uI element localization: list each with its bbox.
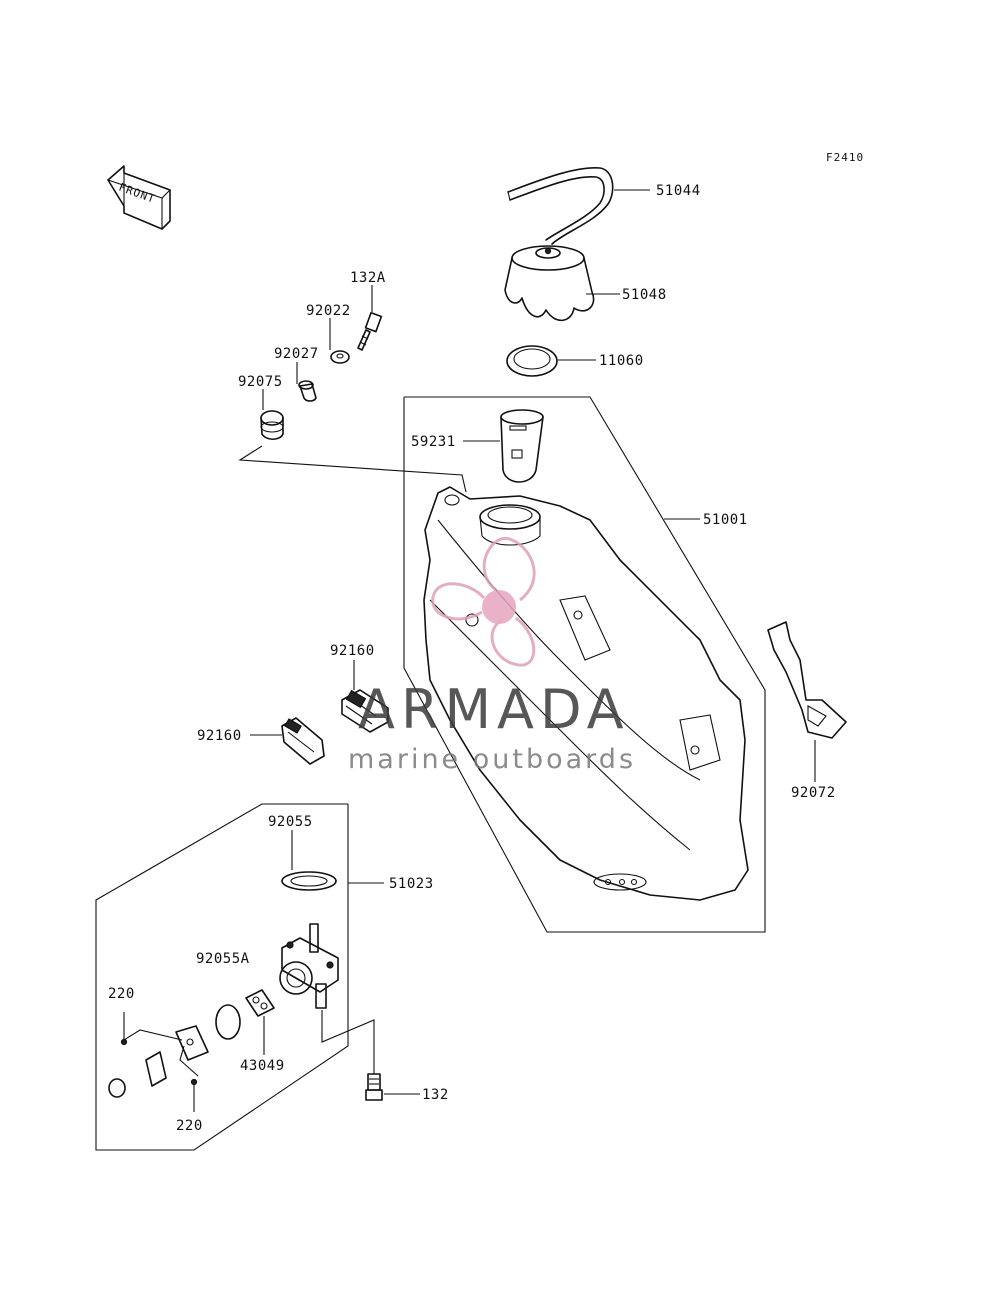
watermark-subtitle: marine outboards [348,744,636,775]
part-label-132A: 132A [350,270,386,286]
collar-92027 [298,380,317,402]
part-label-92072: 92072 [791,785,836,801]
part-label-92160-upper: 92160 [330,643,375,659]
part-label-92075: 92075 [238,374,283,390]
damper-92160-lower [281,717,325,765]
screw-reference-upper [123,1029,183,1041]
part-label-220-lower: 220 [176,1118,203,1134]
part-label-11060: 11060 [599,353,644,369]
fuel-cap [504,245,595,322]
fuel-filter [500,409,544,483]
part-label-51044: 51044 [656,183,701,199]
damper-92160-upper [341,689,389,733]
part-label-92022: 92022 [306,303,351,319]
strap-92072 [767,621,847,739]
part-label-59231: 59231 [411,434,456,450]
fuel-cock-group-outline [95,803,349,1151]
part-label-51023: 51023 [389,876,434,892]
cap-gasket [506,345,558,377]
fuel-cock [279,923,339,1009]
o-ring [215,1004,241,1040]
fuel-tank [403,396,766,933]
screw-220-lower [190,1078,198,1112]
part-label-92055A: 92055A [196,951,250,967]
part-label-43049: 43049 [240,1058,285,1074]
part-label-132: 132 [422,1087,449,1103]
gasket-43049 [245,989,275,1017]
washer-92022 [330,350,350,364]
gasket-92055 [281,871,337,891]
cock-lever-plate [108,1025,209,1098]
front-label: FRONT [117,181,157,206]
part-label-92027: 92027 [274,346,319,362]
mount-reference-line [238,445,467,493]
bolt-132a [357,311,383,351]
grommet-92075 [260,410,284,441]
part-label-220-upper: 220 [108,986,135,1002]
fuel-cock-reference-line [321,1010,375,1074]
bolt-132 [365,1073,383,1101]
part-label-92055: 92055 [268,814,313,830]
front-arrow-icon: FRONT [107,165,171,230]
part-label-51001: 51001 [703,512,748,528]
screw-reference-lower [179,1045,199,1077]
watermark-title: ARMADA [358,678,630,741]
figure-code: F2410 [826,151,864,164]
watermark-logo: ARMADA marine outboards [348,536,636,775]
part-label-51048: 51048 [622,287,667,303]
part-label-92160-lower: 92160 [197,728,242,744]
breather-hose [507,167,614,245]
